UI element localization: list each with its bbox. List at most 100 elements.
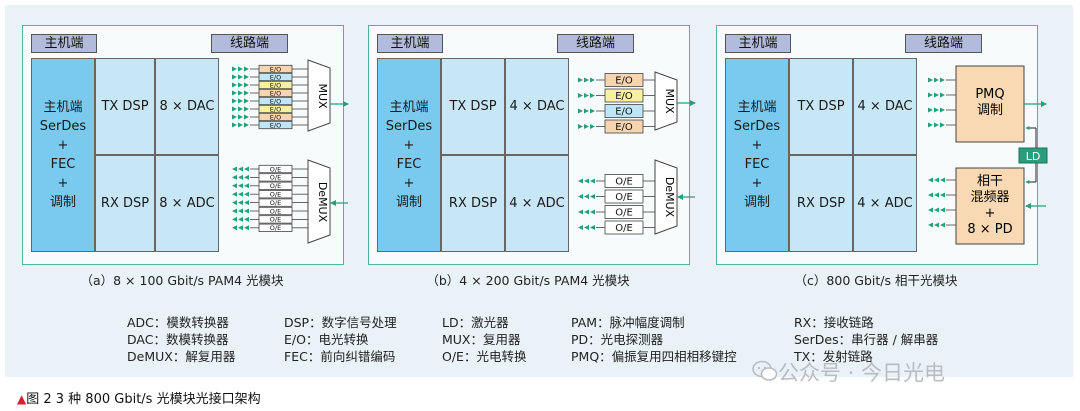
tx-lane-arrow: [232, 98, 237, 104]
rx-lane-arrow: [590, 209, 595, 215]
tx-lane-arrow: [238, 90, 243, 96]
panel-c-rx-dsp: RX DSP: [789, 155, 853, 252]
rx-lane-arrow: [232, 216, 237, 222]
panel-a-demux-label: DeMUX: [316, 182, 329, 223]
rx-lane-arrow: [238, 216, 243, 222]
converter-label: E/O: [270, 105, 281, 113]
tx-lane-arrow: [940, 122, 945, 128]
legend-col-1: ADC：模数转换器 DAC：数模转换器 DeMUX：解复用器: [127, 314, 235, 365]
panel-b-mux-label: MUX: [663, 88, 676, 114]
tx-lane-arrow: [232, 74, 237, 80]
converter-label: O/E: [270, 174, 281, 182]
legend-item: DAC：数模转换器: [127, 332, 229, 347]
panel-c-line-header: 线路端: [905, 34, 982, 53]
panel-b-caption: （b）4 × 200 Gbit/s PAM4 光模块: [426, 273, 630, 288]
tx-lane-arrow: [934, 122, 939, 128]
legend-item: PD：光电探测器: [571, 332, 664, 347]
tx-lane-arrow: [584, 108, 589, 114]
converter-label: E/O: [270, 65, 281, 73]
figure-title: ▲图 2 3 种 800 Gbit/s 光模块光接口架构: [17, 388, 261, 407]
converter-label: O/E: [615, 223, 633, 234]
rx-lane-arrow: [940, 177, 945, 183]
panel-a-tx-dsp: TX DSP: [95, 58, 155, 155]
legend-col-2: DSP：数字信号处理 E/O：电光转换 FEC：前向纠错编码: [284, 314, 397, 365]
converter-label: E/O: [270, 81, 281, 89]
rx-lane-arrow: [238, 174, 243, 180]
panel-b-host-text: 主机端 SerDes + FEC + 调制: [385, 100, 433, 210]
tx-lane-arrow: [578, 93, 583, 98]
rx-lane-arrow: [584, 178, 589, 184]
panel-c-ld-label: LD: [1026, 150, 1041, 163]
panel-b-mux-shape: [654, 71, 678, 131]
panel-c-pmq-inputs: [928, 77, 956, 128]
tx-lane-arrow: [934, 107, 939, 113]
legend-col-3: LD：激光器 MUX：复用器 O/E：光电转换: [442, 314, 526, 365]
panel-b-adc: 4 × ADC: [505, 155, 569, 252]
rx-lane-arrow: [584, 225, 589, 230]
converter-label: E/O: [615, 122, 633, 133]
rx-lane-arrow: [238, 166, 243, 172]
converter-label: E/O: [270, 97, 281, 105]
legend-item: LD：激光器: [442, 315, 509, 330]
converter-label: O/E: [270, 165, 281, 173]
tx-lane-arrow: [232, 122, 237, 128]
converter-label: O/E: [270, 182, 281, 190]
converter-label: E/O: [270, 113, 281, 121]
tx-lane-arrow: [590, 77, 595, 83]
legend-item: DSP：数字信号处理: [284, 315, 397, 330]
tx-lane-arrow: [238, 66, 243, 72]
tx-lane-arrow: [244, 82, 249, 88]
tx-lane-arrow: [232, 90, 237, 96]
rx-lane-arrow: [928, 207, 933, 213]
rx-lane-arrow: [244, 216, 249, 222]
panel-c-adc: 4 × ADC: [853, 155, 917, 252]
converter-label: O/E: [615, 192, 633, 203]
tx-lane-arrow: [244, 66, 249, 72]
panel-a-mux-shape: [307, 59, 331, 132]
legend-col-4: PAM：脉冲幅度调制 PD：光电探测器 PMQ：偏振复用四相相移键控: [571, 314, 737, 365]
tx-lane-arrow: [578, 77, 583, 83]
legend-item: PAM：脉冲幅度调制: [571, 315, 685, 330]
rx-lane-arrow: [244, 208, 249, 214]
converter-label: E/O: [615, 76, 633, 87]
panel-c-coherent-outputs: [928, 177, 956, 228]
rx-lane-arrow: [934, 177, 939, 183]
tx-lane-arrow: [590, 108, 595, 114]
tx-lane-arrow: [590, 93, 595, 98]
rx-lane-arrow: [244, 166, 249, 172]
tx-lane-arrow: [238, 98, 243, 104]
rx-lane-arrow: [578, 225, 583, 230]
legend-item: ADC：模数转换器: [127, 315, 229, 330]
tx-lane-arrow: [232, 66, 237, 72]
converter-label: O/E: [270, 207, 281, 215]
rx-lane-arrow: [928, 177, 933, 183]
panel-b-dac: 4 × DAC: [505, 58, 569, 155]
tx-lane-arrow: [928, 122, 933, 128]
converter-label: E/O: [615, 91, 633, 102]
rx-lane-arrow: [232, 208, 237, 214]
tx-lane-arrow: [584, 77, 589, 83]
tx-lane-arrow: [928, 77, 933, 83]
panel-a-demux-shape: [307, 159, 331, 244]
rx-lane-arrow: [584, 209, 589, 215]
rx-lane-arrow: [232, 183, 237, 189]
rx-lane-arrow: [244, 174, 249, 180]
rx-lane-arrow: [590, 178, 595, 184]
tx-lane-arrow: [232, 82, 237, 88]
panel-a-oe-array: O/EO/EO/EO/EO/EO/EO/EO/E: [232, 164, 308, 232]
rx-lane-arrow: [590, 194, 595, 199]
converter-label: O/E: [270, 191, 281, 199]
rx-lane-arrow: [244, 200, 249, 206]
wechat-icon: [752, 360, 778, 381]
rx-lane-arrow: [928, 222, 933, 228]
rx-lane-arrow: [940, 222, 945, 228]
rx-lane-arrow: [232, 166, 237, 172]
rx-lane-arrow: [578, 194, 583, 199]
panel-b-host-block: 主机端 SerDes + FEC + 调制: [377, 58, 441, 252]
rx-lane-arrow: [238, 183, 243, 189]
tx-lane-arrow: [940, 92, 945, 98]
converter-label: O/E: [615, 208, 633, 219]
panel-b-rx-dsp: RX DSP: [441, 155, 505, 252]
legend-item: SerDes：串行器 / 解串器: [794, 332, 939, 347]
